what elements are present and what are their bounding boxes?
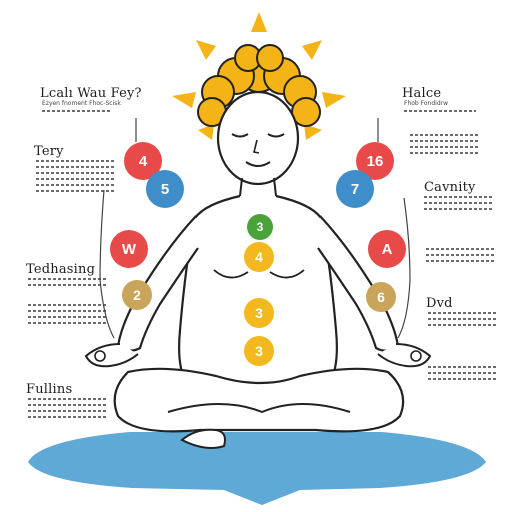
note-line xyxy=(36,178,114,180)
left-tery-heading: Tery xyxy=(34,144,64,159)
right-top-note xyxy=(404,110,476,116)
right-circle-4: 6 xyxy=(366,282,396,312)
right-cavnity-note xyxy=(424,196,494,214)
note-line xyxy=(410,152,480,154)
note-line xyxy=(36,184,114,186)
note-line xyxy=(428,366,496,368)
note-line xyxy=(428,324,498,326)
right-upper-note xyxy=(410,134,480,158)
note-line xyxy=(28,398,106,400)
left-top-subheading: Ezyen fnoment Fhoc-Scisk xyxy=(42,100,121,107)
note-line xyxy=(428,312,498,314)
right-bottom-note xyxy=(428,366,496,384)
note-line xyxy=(428,318,498,320)
chakra-circle-3: 3 xyxy=(244,298,274,328)
left-fullins-heading: Fullins xyxy=(26,382,73,397)
note-line xyxy=(426,254,494,256)
note-line xyxy=(410,146,480,148)
right-circle-2: 7 xyxy=(336,170,374,208)
left-mid-note xyxy=(28,304,106,328)
sun-rays xyxy=(172,12,346,140)
note-line xyxy=(28,416,106,418)
note-line xyxy=(28,284,106,286)
left-top-note xyxy=(42,110,112,116)
note-line xyxy=(428,378,496,380)
note-line xyxy=(36,190,114,192)
right-mid-note xyxy=(426,248,494,266)
note-line xyxy=(28,278,106,280)
left-circle-2: 5 xyxy=(146,170,184,208)
note-line xyxy=(424,208,494,210)
note-line xyxy=(36,172,114,174)
chakra-circle-1: 3 xyxy=(247,214,273,240)
note-line xyxy=(424,202,494,204)
right-circle-3: A xyxy=(368,230,406,268)
note-line xyxy=(410,140,480,142)
left-fullins-note xyxy=(28,398,106,422)
note-line xyxy=(28,404,106,406)
left-tedhasing-note xyxy=(28,278,106,290)
right-top-heading: Halce xyxy=(402,86,442,101)
note-line xyxy=(28,322,106,324)
note-line xyxy=(426,248,494,250)
note-line xyxy=(28,310,106,312)
right-dvd-note xyxy=(428,312,498,330)
note-line xyxy=(28,410,106,412)
note-line xyxy=(36,166,114,168)
left-circle-4: 2 xyxy=(122,280,152,310)
right-cavnity-heading: Cavnity xyxy=(424,180,476,195)
right-top-subheading: Fhob Fondidrw xyxy=(404,100,449,107)
note-line xyxy=(404,110,476,112)
left-tedhasing-heading: Tedhasing xyxy=(26,262,96,277)
chakra-circle-2: 4 xyxy=(244,242,274,272)
note-line xyxy=(424,196,494,198)
note-line xyxy=(410,134,480,136)
left-circle-3: W xyxy=(110,230,148,268)
hair xyxy=(197,44,321,127)
head xyxy=(216,90,300,186)
note-line xyxy=(28,316,106,318)
note-line xyxy=(426,260,494,262)
note-line xyxy=(36,160,114,162)
left-tery-note xyxy=(36,160,114,196)
mat xyxy=(28,432,486,505)
chakra-circle-4: 3 xyxy=(244,336,274,366)
left-top-heading: Lcalı Wau Fey? xyxy=(40,86,142,101)
legs xyxy=(113,367,405,433)
note-line xyxy=(42,110,112,112)
right-dvd-heading: Dvd xyxy=(426,296,453,311)
note-line xyxy=(428,372,496,374)
note-line xyxy=(28,304,106,306)
